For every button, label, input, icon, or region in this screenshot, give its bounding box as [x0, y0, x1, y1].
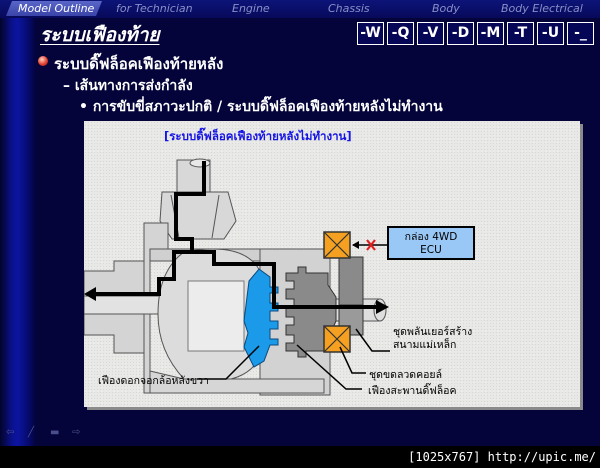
bullet-level-3: • การขับขี่สภาวะปกติ / ระบบดิ๊ฟล็อคเฟือง…	[79, 99, 443, 115]
label-magnetic-plunger-2: สนามแม่เหล็ก	[393, 339, 457, 351]
tab-chassis[interactable]: Chassis	[328, 2, 370, 15]
tab-model-outline[interactable]: Model Outline	[6, 1, 102, 16]
label-coil: ชุดขดลวดคอยล์	[369, 369, 443, 381]
ecu-label-line1: กล่อง 4WD	[404, 231, 458, 243]
bullet-level-2: – เส้นทางการส่งกำลัง	[63, 78, 193, 94]
forward-arrow-icon[interactable]: ⇨	[72, 427, 81, 438]
tab-body-electrical[interactable]: Body Electrical	[501, 2, 583, 15]
diagram-title: [ระบบดิ๊ฟล็อคเฟืองท้ายหลังไม่ทำงาน]	[164, 129, 352, 143]
page-title: ระบบเฟืองท้าย	[40, 24, 160, 46]
coil-bottom-icon	[323, 325, 351, 353]
ecu-box: กล่อง 4WD ECU	[387, 226, 475, 260]
label-right-side-gear: เฟืองดอกจอกล้อหลังขวา	[98, 375, 209, 387]
footer-watermark: [1025x767] http://upic.me/	[408, 450, 596, 464]
diagram-panel: [ระบบดิ๊ฟล็อคเฟืองท้ายหลังไม่ทำงาน]	[84, 121, 580, 407]
key-w-button[interactable]: -W	[357, 22, 384, 45]
bullet-level-1: ระบบดิ๊ฟล็อคเฟืองท้ายหลัง	[54, 55, 224, 73]
key-u-button[interactable]: -U	[537, 22, 564, 45]
top-nav-bar: Model Outline for Technician Engine Chas…	[0, 0, 600, 18]
pen-icon[interactable]: ╱	[28, 427, 35, 438]
slide: Model Outline for Technician Engine Chas…	[0, 0, 600, 446]
differential-lock-diagram	[84, 158, 390, 396]
ecu-label-line2: ECU	[420, 244, 442, 256]
menu-icon[interactable]: ▬	[50, 427, 60, 438]
left-decorative-strip	[0, 0, 36, 446]
key-underscore-button[interactable]: -_	[567, 22, 594, 45]
coil-top-icon	[323, 231, 351, 259]
key-m-button[interactable]: -M	[477, 22, 504, 45]
back-arrow-icon[interactable]: ⇦	[6, 427, 15, 438]
key-v-button[interactable]: -V	[417, 22, 444, 45]
tab-body[interactable]: Body	[432, 2, 460, 15]
key-q-button[interactable]: -Q	[387, 22, 414, 45]
tab-engine[interactable]: Engine	[232, 2, 270, 15]
bottom-nav: ⇦ ╱ ▬ ⇨	[6, 428, 86, 438]
label-lock-sleeve: เฟืองสะพานดิ๊ฟล็อค	[368, 385, 457, 397]
key-d-button[interactable]: -D	[447, 22, 474, 45]
label-magnetic-plunger: ชุดพลันเยอร์สร้าง	[393, 326, 473, 338]
bullet-icon	[38, 56, 48, 66]
key-t-button[interactable]: -T	[507, 22, 534, 45]
tab-for-technician[interactable]: for Technician	[116, 2, 193, 15]
shortcut-key-group: -W -Q -V -D -M -T -U -_	[357, 22, 597, 45]
